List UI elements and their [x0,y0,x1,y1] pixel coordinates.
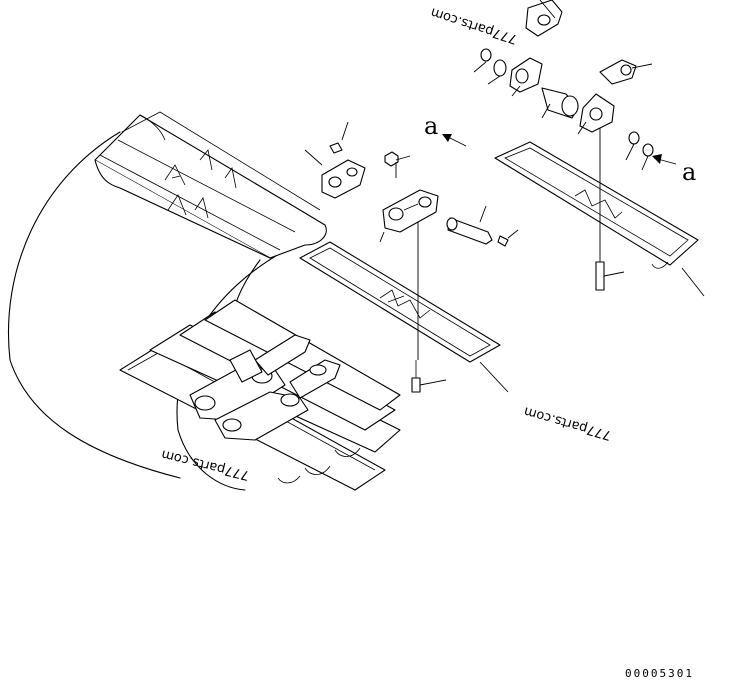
track-shoe-middle [299,241,501,363]
callout-label-left: a [424,112,438,140]
view-callouts: a a [424,112,696,186]
track-assembly [7,111,501,491]
watermark-top: 777parts.com [429,4,519,46]
leader-lines [304,0,705,393]
drawing-code: 00005301 [625,667,694,680]
callout-label-right: a [682,158,696,186]
exploded-sprocket-parts [480,0,699,269]
upper-track-shoes [94,111,327,259]
arrow-icon [442,134,452,142]
watermark-left: 777parts.com [160,446,251,482]
track-link-chain [189,334,341,441]
watermark-right: 777parts.com [522,403,613,442]
exploded-link-parts [321,142,605,393]
arrow-icon [652,154,662,164]
